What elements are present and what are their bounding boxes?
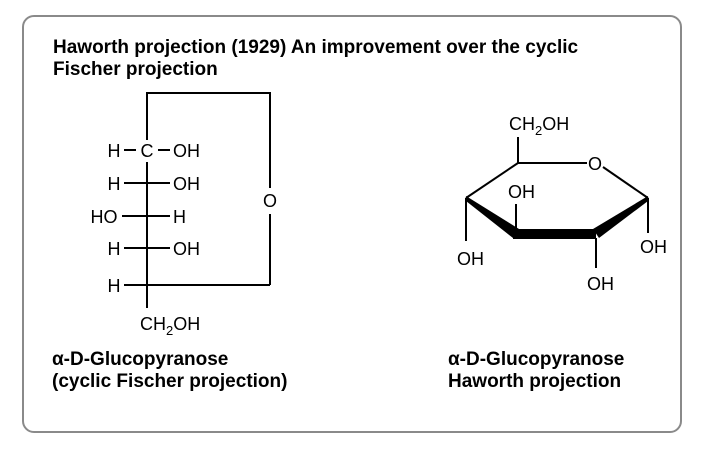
fischer-c1-label: C — [141, 141, 154, 161]
fischer-ring-bond — [146, 92, 271, 188]
fischer-caption: α-D-Glucopyranose (cyclic Fischer projec… — [52, 349, 287, 393]
fischer-ring-oxygen: O — [263, 191, 277, 211]
fischer-row3-left: HO — [91, 207, 118, 227]
fischer-caption-line-2: (cyclic Fischer projection) — [52, 371, 288, 392]
haworth-caption-line-2: Haworth projection — [448, 371, 622, 392]
haworth-oh-left: OH — [457, 249, 484, 269]
haworth-oh-right: OH — [640, 237, 667, 257]
fischer-bottom-group: CH2OH — [140, 314, 200, 338]
haworth-top-group: CH2OH — [509, 114, 569, 138]
fischer-row3-right: H — [173, 207, 186, 227]
fischer-row2-left: H — [108, 174, 121, 194]
haworth-wedge-c4-c3 — [466, 196, 519, 238]
title-line-1: Haworth projection (1929) An improvement… — [53, 37, 579, 58]
title-line-2: Fischer projection — [53, 59, 218, 80]
fischer-row5-left: H — [108, 276, 121, 296]
page-title: Haworth projection (1929) An improvement… — [53, 37, 673, 81]
fischer-projection: O H C OH H OH HO H H OH H CH2OH — [91, 92, 277, 338]
haworth-bond-c5-c4 — [465, 162, 519, 199]
diagram-frame — [22, 15, 682, 433]
haworth-oh-inside: OH — [508, 182, 535, 202]
haworth-wedge-c2-c1 — [593, 196, 648, 238]
fischer-caption-line-1: α-D-Glucopyranose — [52, 349, 229, 370]
fischer-row1-right: OH — [173, 141, 200, 161]
haworth-ring-oxygen: O — [588, 154, 602, 174]
haworth-bond-o-c1 — [602, 166, 649, 199]
haworth-caption: α-D-Glucopyranose Haworth projection — [448, 349, 624, 393]
haworth-bold-c3-c2 — [513, 229, 596, 239]
fischer-row4-left: H — [108, 239, 121, 259]
haworth-projection: CH2OH O OH OH OH OH — [457, 114, 667, 294]
haworth-oh-bottom: OH — [587, 274, 614, 294]
fischer-row2-right: OH — [173, 174, 200, 194]
haworth-caption-line-1: α-D-Glucopyranose — [448, 349, 625, 370]
fischer-row4-right: OH — [173, 239, 200, 259]
fischer-row1-left: H — [108, 141, 121, 161]
